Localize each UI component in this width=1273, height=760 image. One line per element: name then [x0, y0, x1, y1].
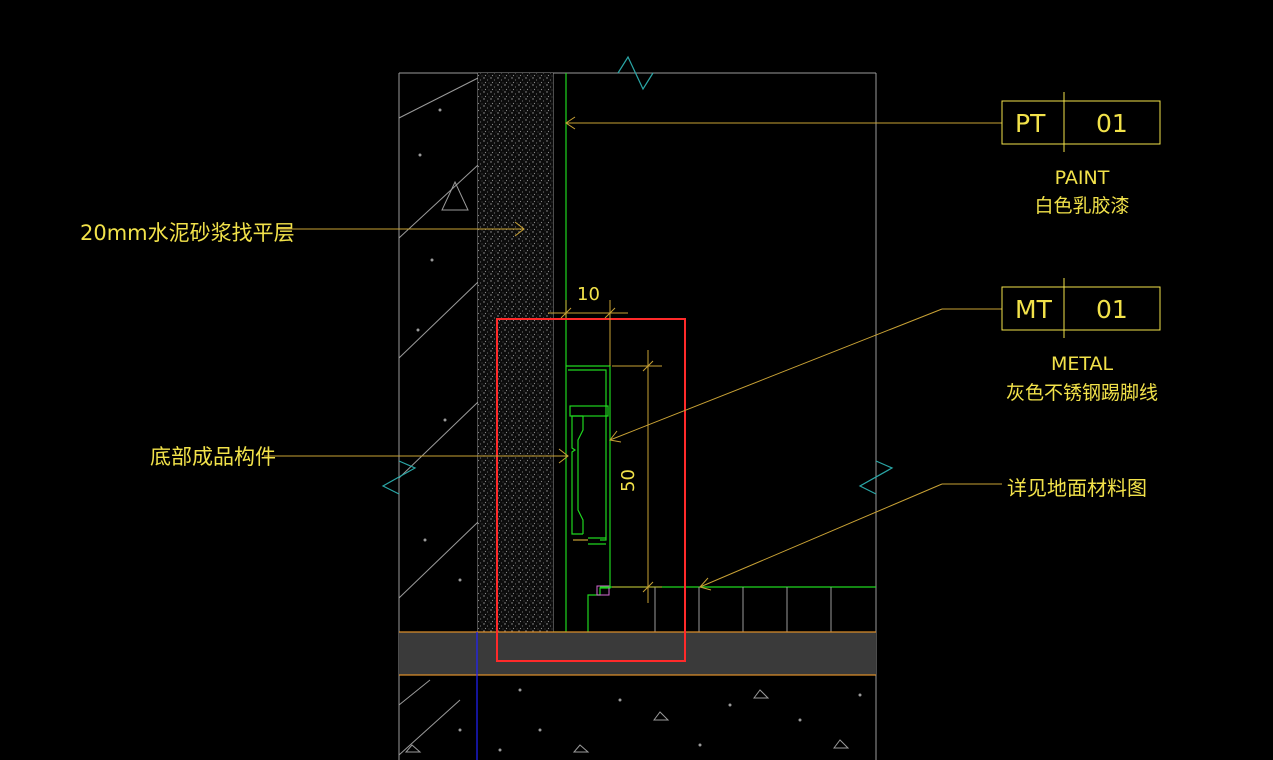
dimension-gap [548, 300, 628, 366]
paint-tag-code: PT [1015, 109, 1046, 138]
paint-tag-number: 01 [1096, 109, 1128, 138]
metal-tag-number: 01 [1096, 295, 1128, 324]
break-symbols [381, 55, 894, 495]
skirting-profile [566, 365, 611, 632]
paint-description: 白色乳胶漆 [1034, 195, 1129, 217]
floor-slab [399, 632, 876, 675]
paint-name: PAINT [1055, 167, 1110, 189]
floor-material-label: 详见地面材料图 [1007, 476, 1147, 500]
metal-tag-code: MT [1015, 295, 1053, 324]
leader-metal [609, 308, 1002, 443]
concrete-hatch [398, 77, 479, 599]
leader-floor [699, 483, 1002, 591]
ground-hatch [398, 679, 862, 756]
mortar-layer [478, 73, 553, 632]
leader-component [264, 448, 569, 464]
paint-tag: PT 01 [1001, 92, 1161, 152]
leader-paint [565, 116, 1002, 130]
mortar-label: 20mm水泥砂浆找平层 [80, 221, 295, 245]
dimension-gap-label: 10 [577, 284, 600, 305]
metal-tag: MT 01 [1001, 278, 1161, 338]
dimension-height-label: 50 [618, 469, 639, 492]
highlight-box [496, 318, 686, 662]
metal-name: METAL [1051, 353, 1114, 375]
finish-line [553, 73, 567, 633]
component-label: 底部成品构件 [150, 445, 276, 469]
dimension-height [612, 350, 662, 603]
leader-mortar [278, 221, 525, 237]
floor-tile-joints [654, 587, 832, 632]
marker-square [596, 585, 610, 596]
metal-description: 灰色不锈钢踢脚线 [1006, 382, 1158, 404]
